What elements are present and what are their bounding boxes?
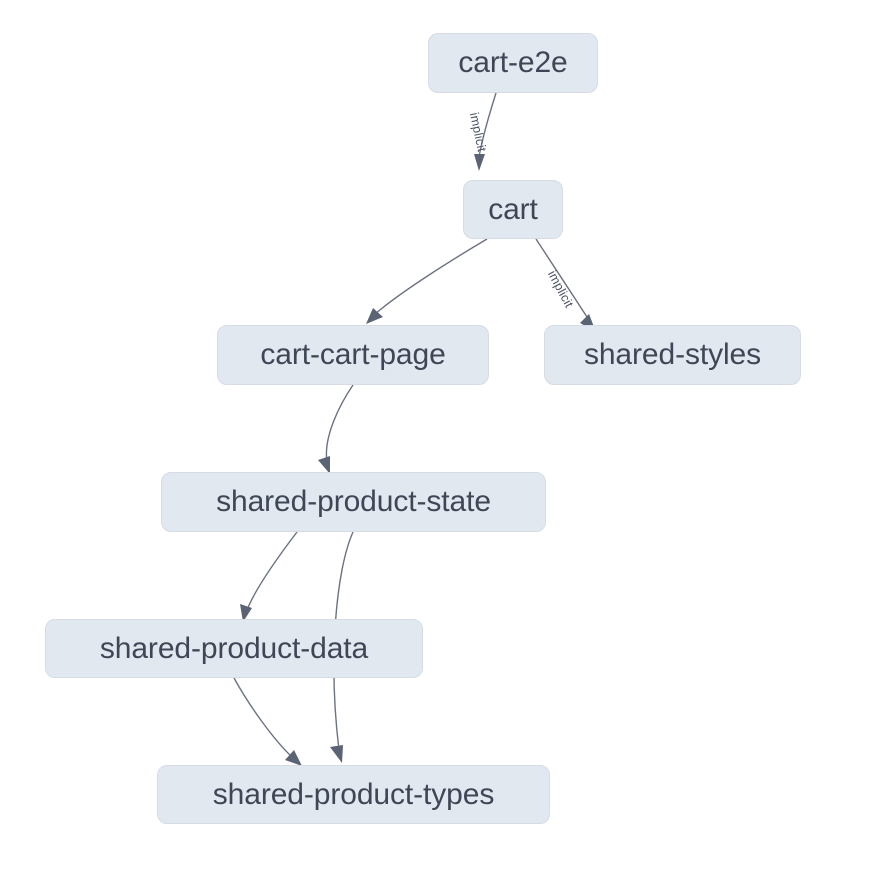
graph-node-label: cart-cart-page [260,338,446,371]
edge-label-e1: implicit [467,111,489,153]
graph-node-label: shared-product-data [99,631,369,665]
graph-node-cart-e2e[interactable]: cart-e2e [428,33,598,93]
edge-cart-e2e-to-cart [478,92,497,158]
graph-node-label: shared-product-state [216,485,491,518]
arrowhead-cart-to-cart-cart-page [366,308,383,324]
graph-node-label: cart-e2e [458,46,568,79]
edge-shared-product-data-to-shared-product-types [233,677,293,758]
arrowhead-shared-product-state-to-shared-product-data [240,604,252,622]
graph-node-cart-cart-page[interactable]: cart-cart-page [217,325,489,385]
edge-cart-cart-page-to-shared-product-state [325,384,354,463]
edge-label-e3: implicit [545,268,576,310]
edge-shared-product-state-to-shared-product-data [246,531,298,611]
graph-node-label: cart [488,192,538,226]
graph-node-shared-product-state[interactable]: shared-product-state [161,472,546,532]
graph-node-shared-product-data[interactable]: shared-product-data [45,619,423,678]
edge-cart-to-cart-cart-page [373,238,488,316]
graph-node-cart[interactable]: cart [463,180,563,239]
arrowhead-shared-product-data-to-shared-product-types [285,750,302,766]
arrowhead-cart-cart-page-to-shared-product-state [318,456,330,474]
arrowhead-shared-product-state-to-shared-product-types [330,745,343,763]
graph-node-shared-product-types[interactable]: shared-product-types [157,765,550,824]
graph-node-shared-styles[interactable]: shared-styles [544,325,801,385]
graph-node-label: shared-styles [583,338,762,371]
graph-node-label: shared-product-types [212,777,495,811]
edge-cart-to-shared-styles [535,238,590,321]
arrowhead-cart-e2e-to-cart [474,154,485,171]
